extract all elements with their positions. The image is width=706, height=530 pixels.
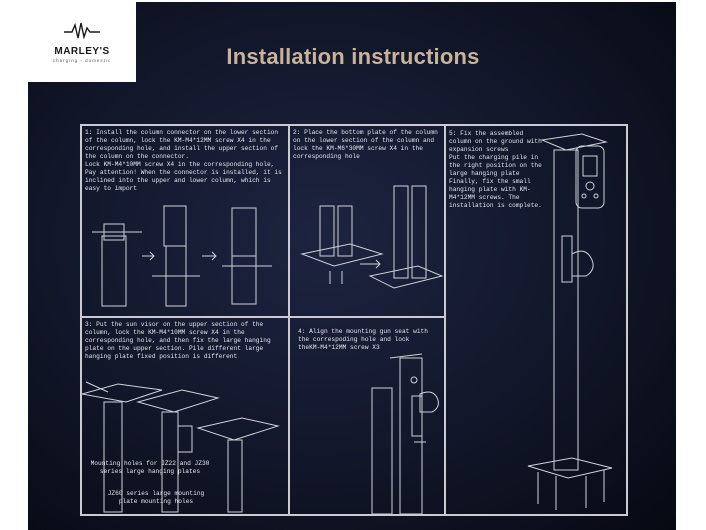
brand-logo: MARLEY'S charging - domestic [28, 2, 136, 82]
step-1-drawing [92, 205, 272, 307]
instruction-sheet: 1: Install the column connector on the l… [80, 124, 628, 516]
caption-jz22: Mounting holes for JZ22 and JZ30 series … [90, 460, 210, 475]
step-3-text: 3: Put the sun visor on the upper sectio… [85, 321, 271, 360]
step-5-text: 5: Fix the assembled column on the groun… [449, 130, 542, 209]
step-5-cell: 5: Fix the assembled column on the groun… [445, 125, 627, 515]
step-1-cell: 1: Install the column connector on the l… [81, 125, 289, 317]
pulse-icon [64, 22, 100, 40]
step-2-drawing [300, 185, 444, 289]
step-2-cell: 2: Place the bottom plate of the column … [289, 125, 445, 317]
step-3-cell: 3: Put the sun visor on the upper sectio… [81, 317, 289, 515]
caption-jz60: JZ60 series large mounting plate mountin… [107, 490, 205, 505]
page-title: Installation instructions [226, 44, 480, 69]
brand-name: MARLEY'S [54, 46, 110, 57]
instruction-panel [28, 2, 676, 530]
step-3-drawing [82, 381, 280, 513]
step-5-drawing [527, 133, 613, 510]
step-4-cell: 4: Align the mounting gun seat with the … [289, 317, 445, 515]
step-4-drawing [371, 353, 439, 515]
step-4-text: 4: Align the mounting gun seat with the … [298, 328, 428, 351]
step-2-text: 2: Place the bottom plate of the column … [293, 129, 438, 160]
brand-tagline: charging - domestic [52, 58, 112, 63]
step-1-text: 1: Install the column connector on the l… [85, 129, 282, 192]
